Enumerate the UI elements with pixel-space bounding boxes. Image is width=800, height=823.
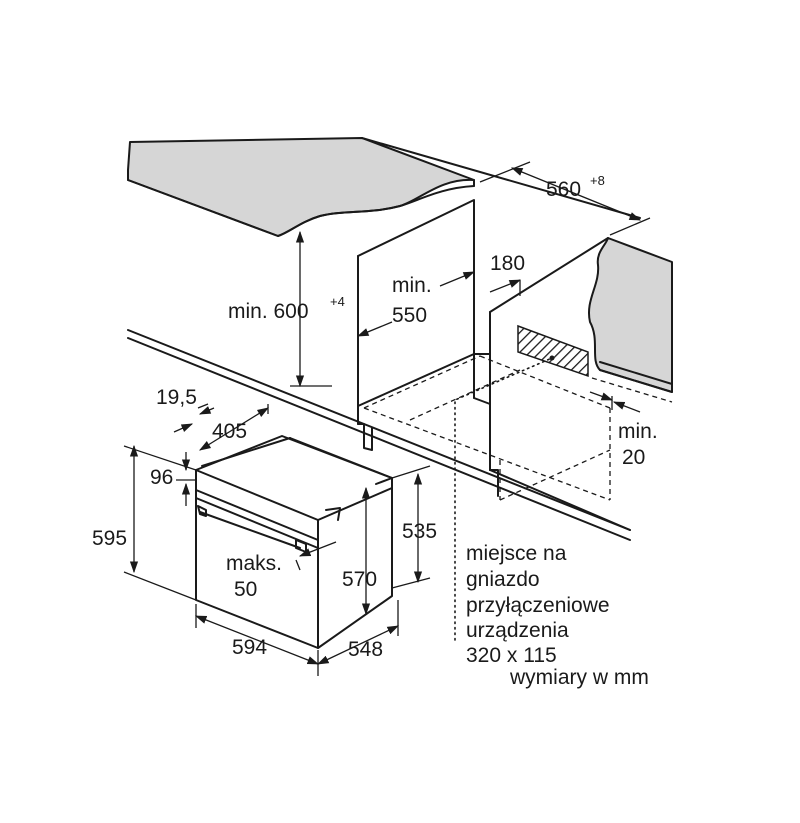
dim-min20-line1: min. <box>618 420 658 443</box>
dim-600: min. 600 +4 <box>228 294 345 323</box>
cabinet <box>127 199 673 541</box>
right-wall <box>587 237 673 393</box>
dim-min20-line2: 20 <box>622 446 645 469</box>
socket-note-line: 320 x 115 <box>466 644 557 667</box>
dim-548: 548 <box>348 638 383 661</box>
dim-535: 535 <box>402 520 437 543</box>
dimension-lines <box>123 161 651 676</box>
dim-560-value: 560 <box>546 178 581 201</box>
dim-560: 560 +8 <box>546 173 605 201</box>
units-note: wymiary w mm <box>509 666 649 689</box>
dim-594: 594 <box>232 636 267 659</box>
socket-area <box>517 324 589 378</box>
dim-550-line1: min. <box>392 274 432 297</box>
socket-note-line: przyłączeniowe <box>466 594 610 617</box>
dim-570: 570 <box>342 568 377 591</box>
dim-96: 96 <box>150 466 173 489</box>
dim-600-value: min. 600 <box>228 300 309 323</box>
dim-maks-line2: 50 <box>234 578 257 601</box>
dim-maks-line1: maks. <box>226 552 282 575</box>
socket-note-line: gniazdo <box>466 568 540 591</box>
dim-19-5: 19,5 <box>156 386 197 409</box>
oven <box>195 435 393 649</box>
socket-note-line: urządzenia <box>466 619 569 642</box>
socket-note-line: miejsce na <box>466 542 567 565</box>
dim-180: 180 <box>490 252 525 275</box>
dim-595: 595 <box>92 527 127 550</box>
dim-550-line2: 550 <box>392 304 427 327</box>
dim-600-tolerance: +4 <box>330 294 345 309</box>
socket-note: miejsce na gniazdo przyłączeniowe urządz… <box>466 542 610 667</box>
dim-560-tolerance: +8 <box>590 173 605 188</box>
dim-405: 405 <box>212 420 247 443</box>
